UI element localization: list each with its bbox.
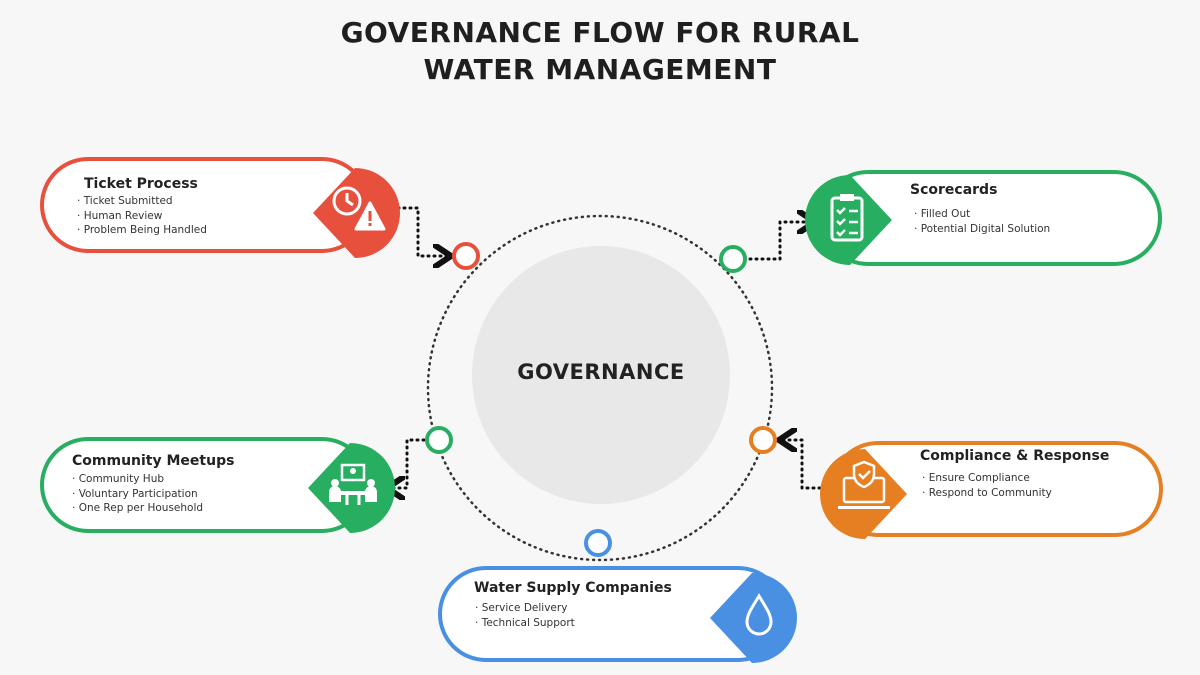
list-item: Ensure Compliance xyxy=(922,471,1052,486)
card-title: Scorecards xyxy=(910,182,998,198)
meeting-people-icon xyxy=(308,443,395,533)
connector-compliance xyxy=(782,440,828,490)
list-item: Filled Out xyxy=(914,207,1050,222)
card-title: Compliance & Response xyxy=(920,448,1110,464)
list-item: Community Hub xyxy=(72,472,203,487)
list-item: Potential Digital Solution xyxy=(914,222,1051,237)
connector-scorecards xyxy=(748,222,812,261)
list-item: Respond to Community xyxy=(922,486,1052,501)
card-title: Water Supply Companies xyxy=(474,580,672,596)
card-list: Service Delivery Technical Support xyxy=(475,601,575,630)
list-item: Problem Being Handled xyxy=(77,223,207,238)
clipboard-checklist-icon xyxy=(805,175,892,265)
connector-community xyxy=(390,438,426,488)
water-drop-icon xyxy=(710,573,797,663)
card-list: Ticket Submitted Human Review Problem Be… xyxy=(77,194,207,238)
node-community xyxy=(425,426,453,454)
list-item: One Rep per Household xyxy=(72,501,203,516)
dotted-cycle-ring xyxy=(426,214,774,562)
list-item: Human Review xyxy=(77,209,207,224)
list-item: Service Delivery xyxy=(475,601,575,616)
node-compliance xyxy=(749,426,777,454)
card-title: Community Meetups xyxy=(72,453,235,469)
card-list: Ensure Compliance Respond to Community xyxy=(922,471,1052,500)
card-list: Community Hub Voluntary Participation On… xyxy=(72,472,203,516)
card-list: Filled Out Potential Digital Solution xyxy=(914,207,1051,237)
list-item: Voluntary Participation xyxy=(72,487,203,502)
node-water xyxy=(584,529,612,557)
laptop-shield-icon xyxy=(820,449,907,539)
page-title: GOVERNANCE FLOW FOR RURAL WATER MANAGEME… xyxy=(340,16,860,86)
list-item: Ticket Submitted xyxy=(77,194,207,209)
clock-warning-icon xyxy=(313,168,400,258)
card-ticket-process: Ticket Process Ticket Submitted Human Re… xyxy=(40,157,370,253)
node-ticket xyxy=(452,242,480,270)
list-item: Technical Support xyxy=(475,616,575,631)
center-label: GOVERNANCE xyxy=(517,360,685,384)
connector-ticket xyxy=(390,206,448,256)
governance-hub-circle xyxy=(472,246,730,504)
card-title: Ticket Process xyxy=(84,176,198,192)
node-scorecards xyxy=(719,245,747,273)
